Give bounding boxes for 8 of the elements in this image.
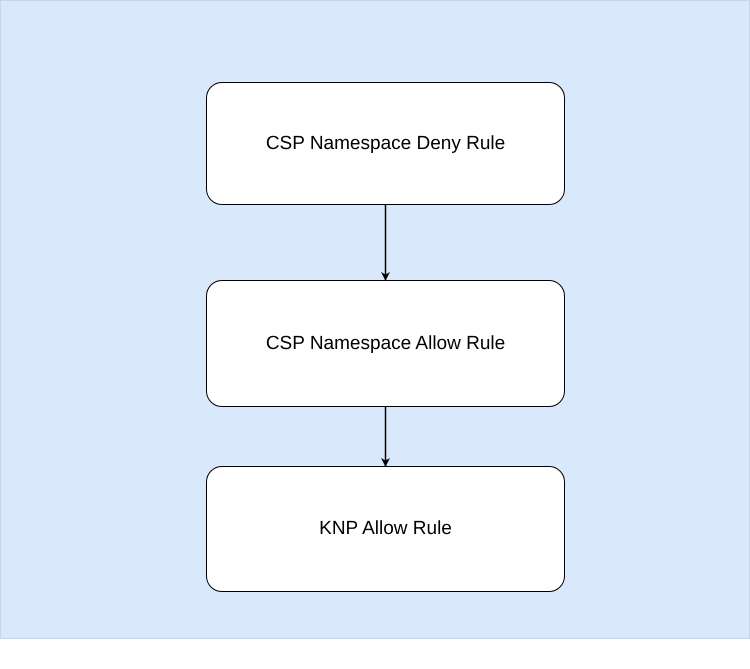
box-label: CSP Namespace Allow Rule: [266, 332, 506, 354]
arrow: [381, 407, 390, 467]
box-label: KNP Allow Rule: [319, 518, 452, 540]
box-label: CSP Namespace Deny Rule: [266, 132, 506, 154]
process-box: [206, 466, 565, 592]
process-box: [206, 280, 565, 407]
process-box: [206, 82, 565, 205]
arrow: [381, 205, 390, 281]
